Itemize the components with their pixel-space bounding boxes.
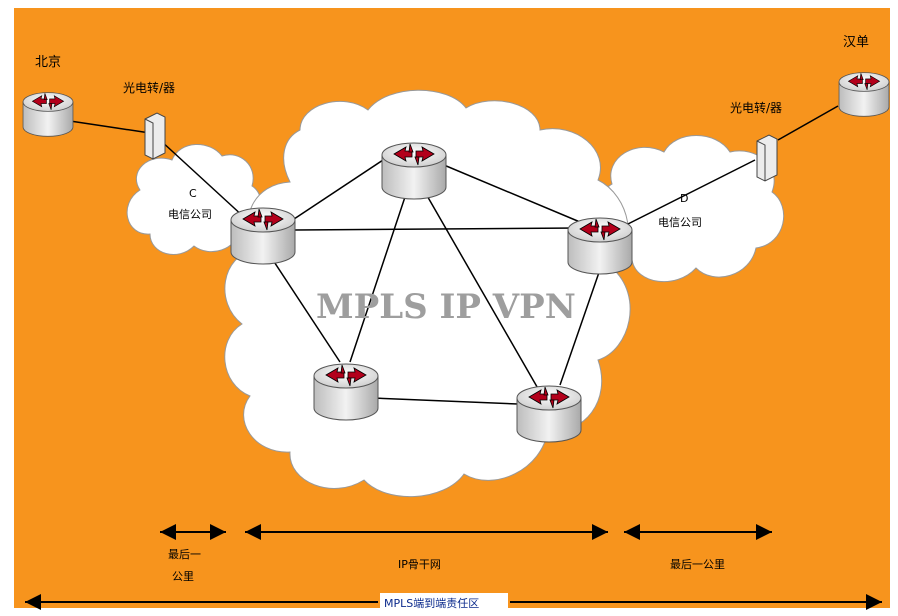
center-cloud-title: MPLS IP VPN (316, 287, 576, 327)
router-icon (838, 72, 890, 117)
link-converter-router (159, 139, 246, 219)
link-r1-r2 (284, 159, 384, 226)
left-last-mile-label-line2: 公里 (172, 570, 194, 583)
optical-converter-icon (144, 112, 166, 160)
right-cloud-company: 电信公司 (658, 216, 702, 229)
router-icon (381, 142, 447, 200)
router-icon (230, 207, 296, 265)
total-span-label: MPLS端到端责任区 (384, 597, 479, 610)
router-icon (567, 217, 633, 275)
right-last-mile-label: 最后一公里 (670, 558, 725, 571)
link-r3-r5 (559, 257, 605, 386)
link-r2-r4 (349, 181, 411, 363)
link-r2-r3 (431, 159, 581, 223)
link-r4-r5 (371, 397, 519, 405)
left-cloud-company: 电信公司 (168, 208, 212, 221)
right-converter-label: 光电转/器 (730, 100, 782, 115)
link-r1-r4 (264, 247, 341, 363)
link-converter-hanshan (777, 105, 839, 141)
left-converter-label: 光电转/器 (123, 80, 175, 95)
link-r3-converter (619, 159, 756, 229)
link-r1-r3 (294, 227, 579, 231)
optical-converter-icon (756, 134, 778, 182)
router-icon (516, 385, 582, 443)
left-last-mile-label-line1: 最后一 (168, 548, 201, 561)
router-icon (313, 363, 379, 421)
backbone-label: IP骨干网 (398, 558, 441, 571)
link-r2-r5 (417, 179, 541, 393)
right-cloud-letter: D (680, 192, 688, 205)
beijing-label: 北京 (35, 55, 61, 70)
total-span-label-bg (380, 593, 508, 611)
hanshan-label: 汉单 (843, 35, 869, 50)
router-icon (22, 92, 74, 137)
left-cloud-letter: C (189, 187, 197, 200)
